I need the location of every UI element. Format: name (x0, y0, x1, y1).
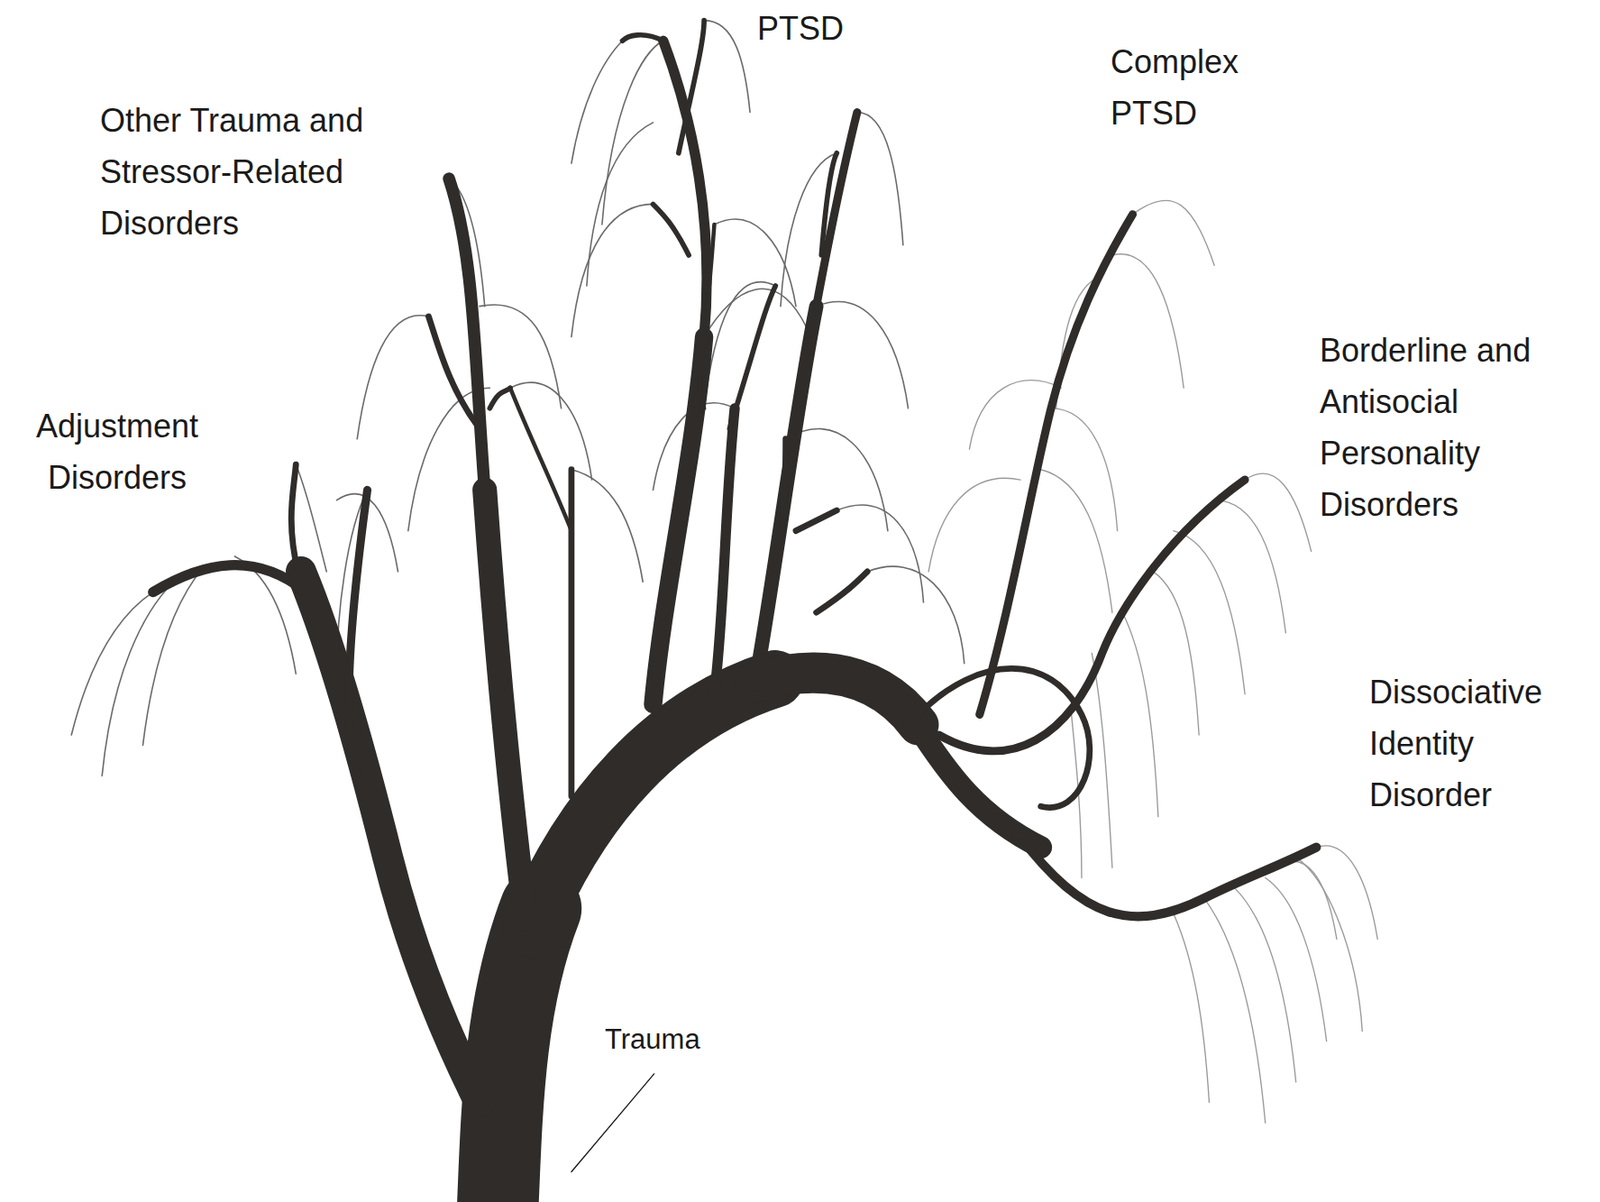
category-label: PTSD (757, 2, 938, 55)
branches (153, 20, 1317, 1202)
leader-line (571, 1073, 655, 1172)
category-label: Complex PTSD (1110, 36, 1291, 139)
category-label: Adjustment Disorders (4, 400, 230, 503)
twigs-pale (928, 200, 1378, 1123)
category-label: Borderline and Antisocial Personality Di… (1319, 324, 1582, 531)
twigs (71, 20, 965, 777)
category-label: Other Trauma and Stressor-Related Disord… (100, 94, 443, 249)
category-label: Trauma (604, 1021, 750, 1058)
category-label: Dissociative Identity Disorder (1369, 666, 1568, 821)
